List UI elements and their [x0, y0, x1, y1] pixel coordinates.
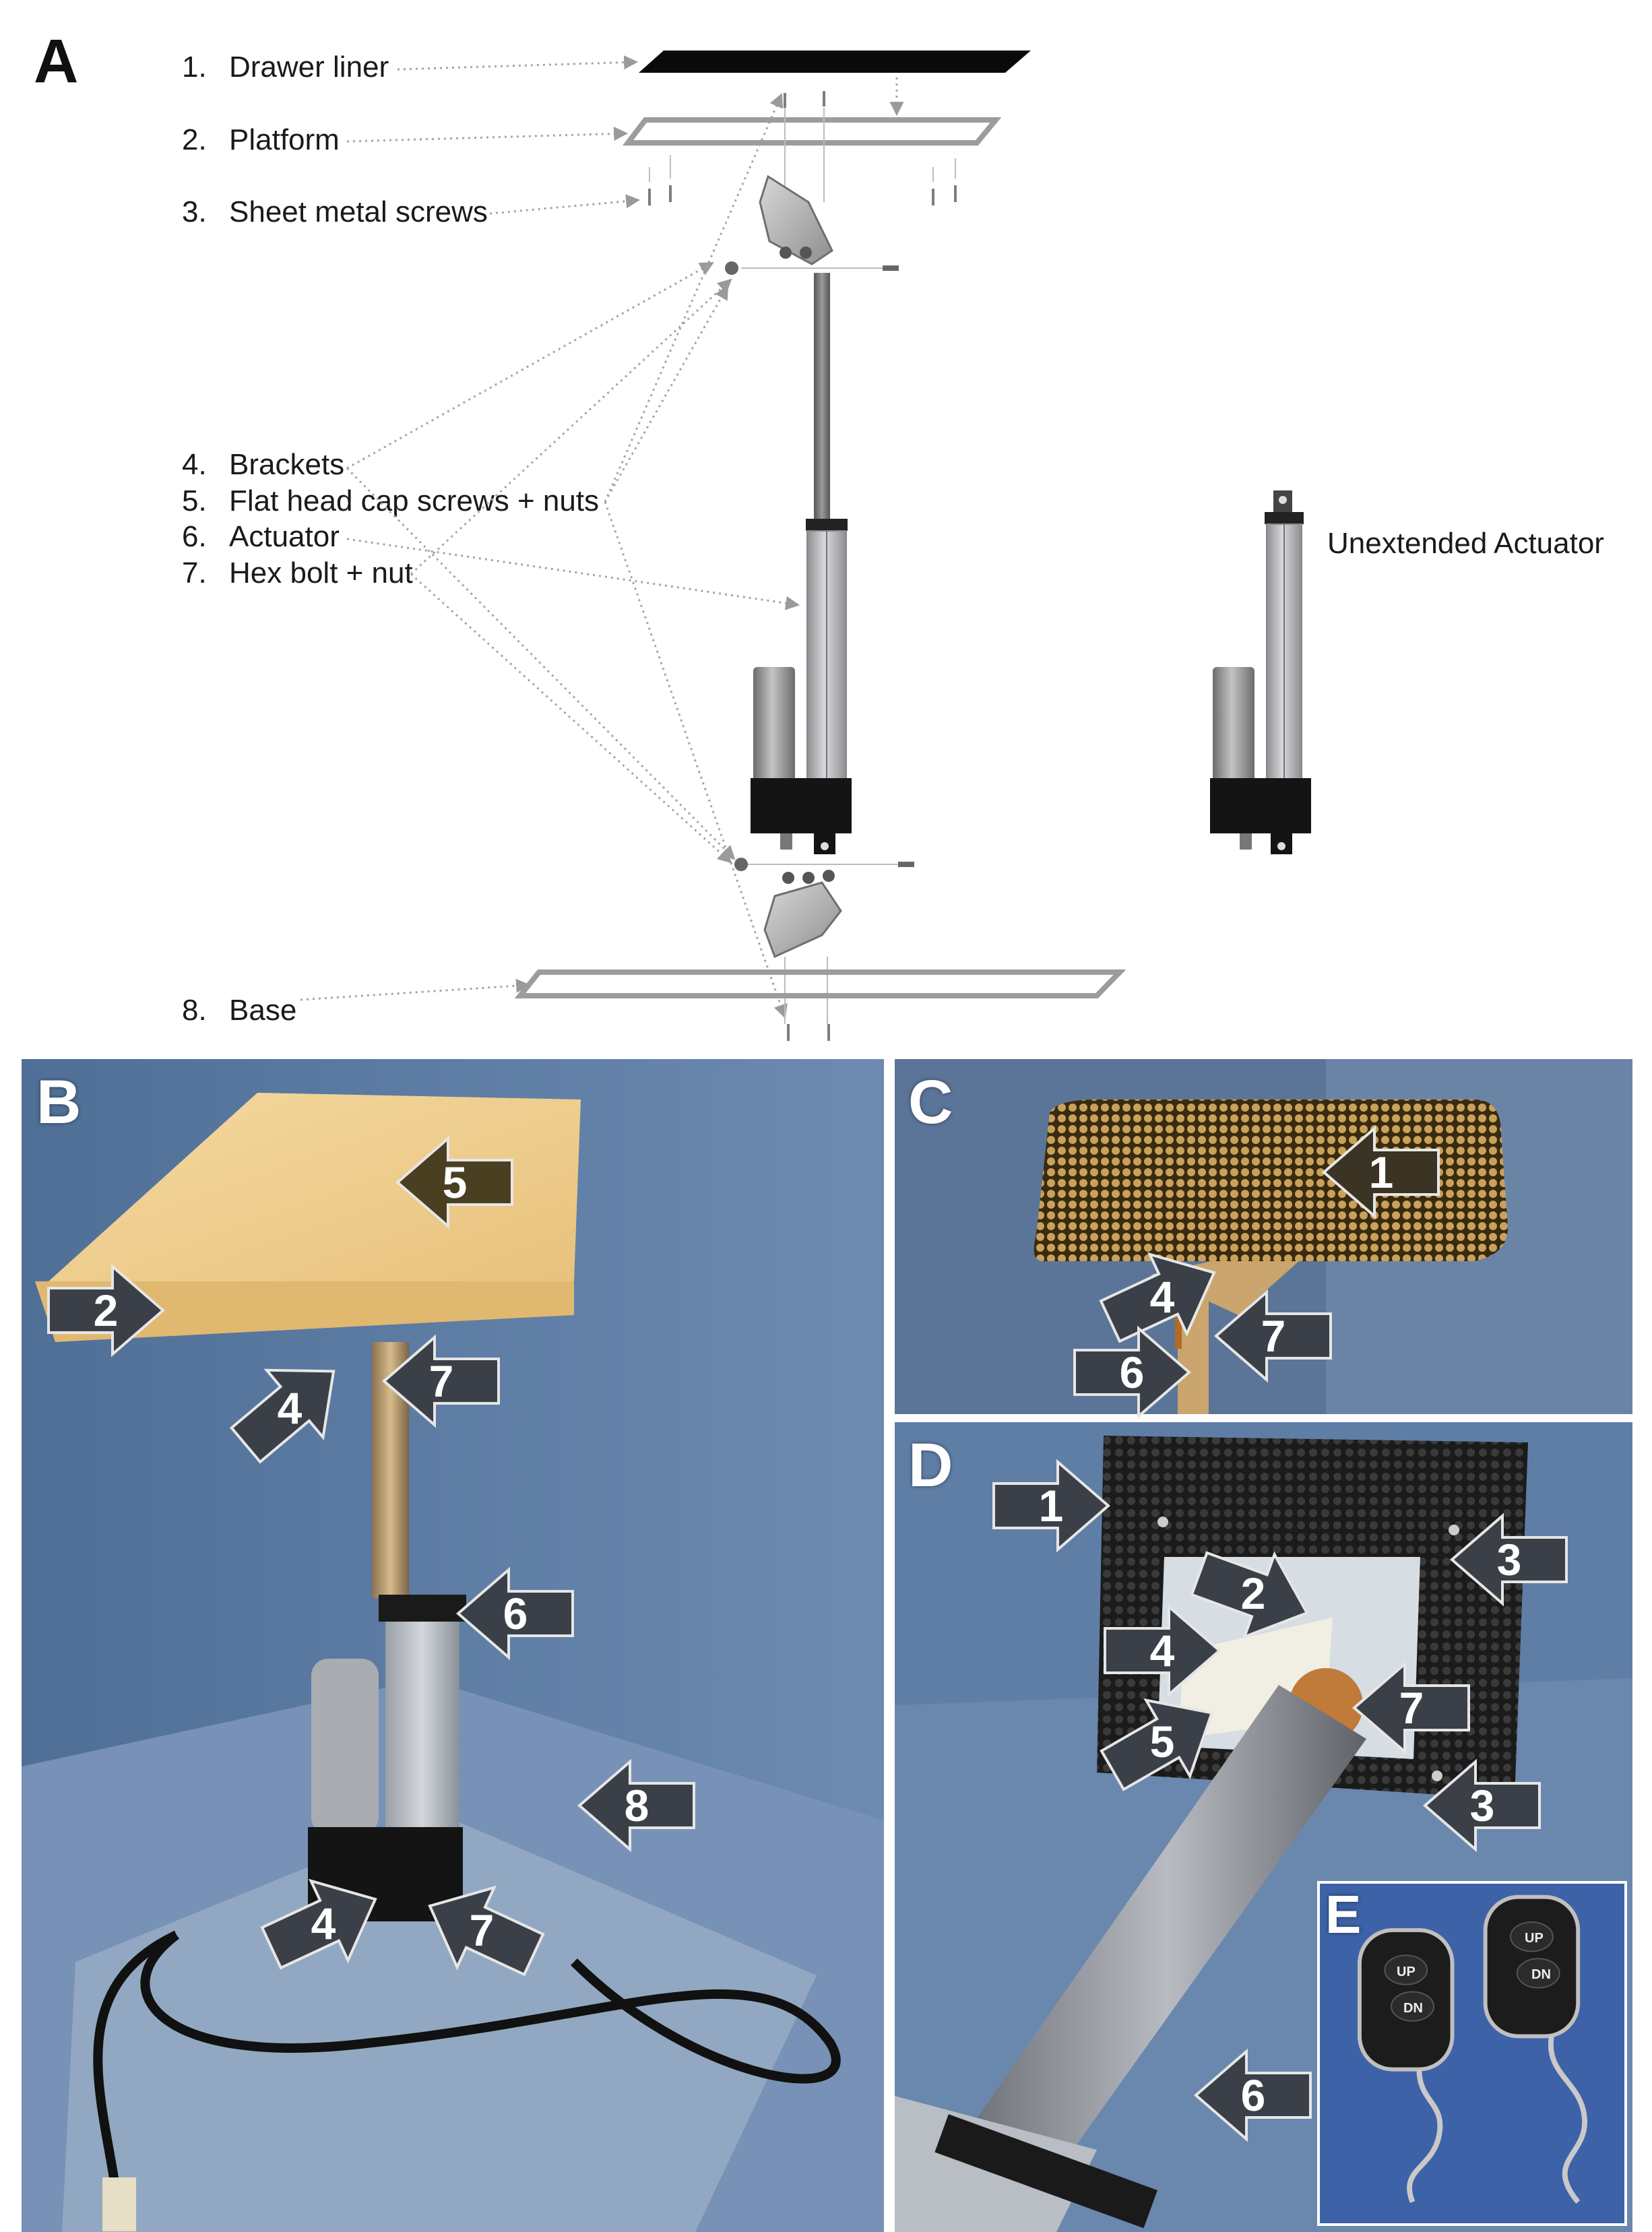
callout-arrow-d-6: 5 — [1091, 1675, 1234, 1808]
legend-label: Actuator — [229, 520, 340, 553]
legend-item-base: 8. Base — [182, 994, 296, 1027]
callout-number: 3 — [1469, 1781, 1495, 1830]
exploded-assembly-diagram — [300, 51, 1311, 1041]
callout-number: 7 — [428, 1356, 454, 1406]
callout-arrow-b-1: 5 — [395, 1135, 513, 1230]
callout-arrow-d-5: 7 — [1352, 1661, 1470, 1755]
callout-number: 6 — [1119, 1347, 1145, 1397]
legend-number: 6. — [182, 520, 207, 553]
legend-item-hex-bolt: 7. Hex bolt + nut — [182, 556, 413, 590]
top-bracket-part — [759, 174, 833, 265]
callout-number: 4 — [1149, 1272, 1175, 1322]
remote-controls-photo — [1320, 1884, 1624, 2223]
remote-right-up-label: UP — [1525, 1931, 1544, 1946]
callout-arrow-b-3: 7 — [381, 1334, 500, 1428]
callout-number: 6 — [1240, 2070, 1266, 2120]
callout-arrow-b-2: 2 — [47, 1263, 166, 1358]
callout-arrow-c-3: 7 — [1213, 1289, 1332, 1383]
legend-label: Sheet metal screws — [229, 195, 488, 228]
callout-number: 4 — [311, 1899, 336, 1948]
callout-number: 1 — [1038, 1481, 1064, 1531]
panel-label-d: D — [908, 1431, 953, 1500]
callout-number: 7 — [469, 1905, 495, 1955]
callout-number: 8 — [624, 1781, 649, 1830]
platform-part — [622, 117, 1002, 146]
bottom-bracket-part — [763, 870, 842, 959]
photo-panel-b: B — [22, 1059, 884, 2232]
panel-label-a: A — [34, 27, 79, 96]
legend-item-drawer-liner: 1. Drawer liner — [182, 51, 389, 84]
callout-number: 1 — [1368, 1147, 1394, 1197]
callout-number: 4 — [277, 1383, 303, 1433]
legend-label: Flat head cap screws + nuts — [229, 484, 600, 517]
remote-left — [1358, 1927, 1455, 2203]
legend-number: 5. — [182, 484, 207, 517]
leader-lines — [300, 55, 904, 1019]
callout-arrow-b-8: 7 — [411, 1866, 552, 1994]
callout-number: 7 — [1261, 1311, 1286, 1361]
legend-item-brackets: 4. Brackets — [182, 448, 344, 482]
callout-arrow-b-5: 6 — [455, 1566, 574, 1661]
legend-number: 2. — [182, 123, 207, 156]
remote-left-up-label: UP — [1397, 1965, 1416, 1979]
unextended-actuator-label: Unextended Actuator — [1327, 527, 1604, 560]
panel-label-b: B — [36, 1068, 82, 1137]
sheet-metal-screws-part — [648, 91, 957, 205]
callout-arrow-b-6: 8 — [577, 1758, 695, 1853]
panel-label-e: E — [1325, 1884, 1362, 1944]
legend-number: 7. — [182, 556, 207, 589]
drawer-liner-part — [639, 51, 1031, 73]
screw-guide-lines — [649, 108, 956, 1024]
callout-number: 5 — [1149, 1717, 1175, 1766]
callout-arrow-b-7: 4 — [253, 1859, 393, 1987]
callout-arrow-c-4: 6 — [1073, 1325, 1192, 1420]
callout-number: 2 — [93, 1285, 119, 1335]
callout-arrow-d-4: 4 — [1104, 1603, 1222, 1698]
callout-arrow-d-8: 6 — [1193, 2048, 1312, 2142]
legend-number: 4. — [182, 448, 207, 481]
extended-actuator-part — [751, 273, 852, 854]
legend-label: Base — [229, 994, 297, 1027]
callout-number: 6 — [503, 1589, 528, 1638]
remote-right-down-label: DN — [1531, 1967, 1551, 1982]
assembled-device-photo — [22, 1059, 884, 2232]
legend-item-actuator: 6. Actuator — [182, 520, 340, 554]
legend-item-sheet-metal-screws: 3. Sheet metal screws — [182, 195, 488, 229]
callout-arrow-d-1: 1 — [992, 1459, 1111, 1553]
photo-panel-e: UP DN UP DN E — [1317, 1881, 1627, 2226]
legend-item-flat-head-cap-screws: 5. Flat head cap screws + nuts — [182, 484, 599, 518]
unextended-actuator-part — [1210, 490, 1311, 854]
remote-right — [1483, 1894, 1587, 2204]
callout-number: 7 — [1399, 1683, 1424, 1733]
remote-left-down-label: DN — [1403, 2001, 1423, 2016]
callout-arrow-b-4: 4 — [218, 1338, 362, 1479]
callout-number: 3 — [1496, 1535, 1522, 1585]
callout-arrow-c-2: 4 — [1091, 1233, 1232, 1361]
legend-label: Hex bolt + nut — [229, 556, 413, 589]
legend-number: 1. — [182, 51, 207, 84]
callout-arrow-d-7: 3 — [1422, 1758, 1541, 1853]
legend-item-platform: 2. Platform — [182, 123, 340, 157]
panel-label-c: C — [908, 1068, 953, 1137]
callout-number: 4 — [1149, 1626, 1175, 1676]
callout-arrow-d-3: 2 — [1184, 1533, 1322, 1654]
legend-number: 3. — [182, 195, 207, 228]
legend-label: Platform — [229, 123, 340, 156]
legend-label: Drawer liner — [229, 51, 389, 84]
callout-number: 5 — [442, 1157, 468, 1207]
legend-number: 8. — [182, 994, 207, 1027]
legend-label: Brackets — [229, 448, 345, 481]
callout-arrow-c-1: 1 — [1321, 1125, 1440, 1219]
callout-arrow-d-2: 3 — [1449, 1512, 1568, 1607]
base-part — [514, 969, 1126, 998]
